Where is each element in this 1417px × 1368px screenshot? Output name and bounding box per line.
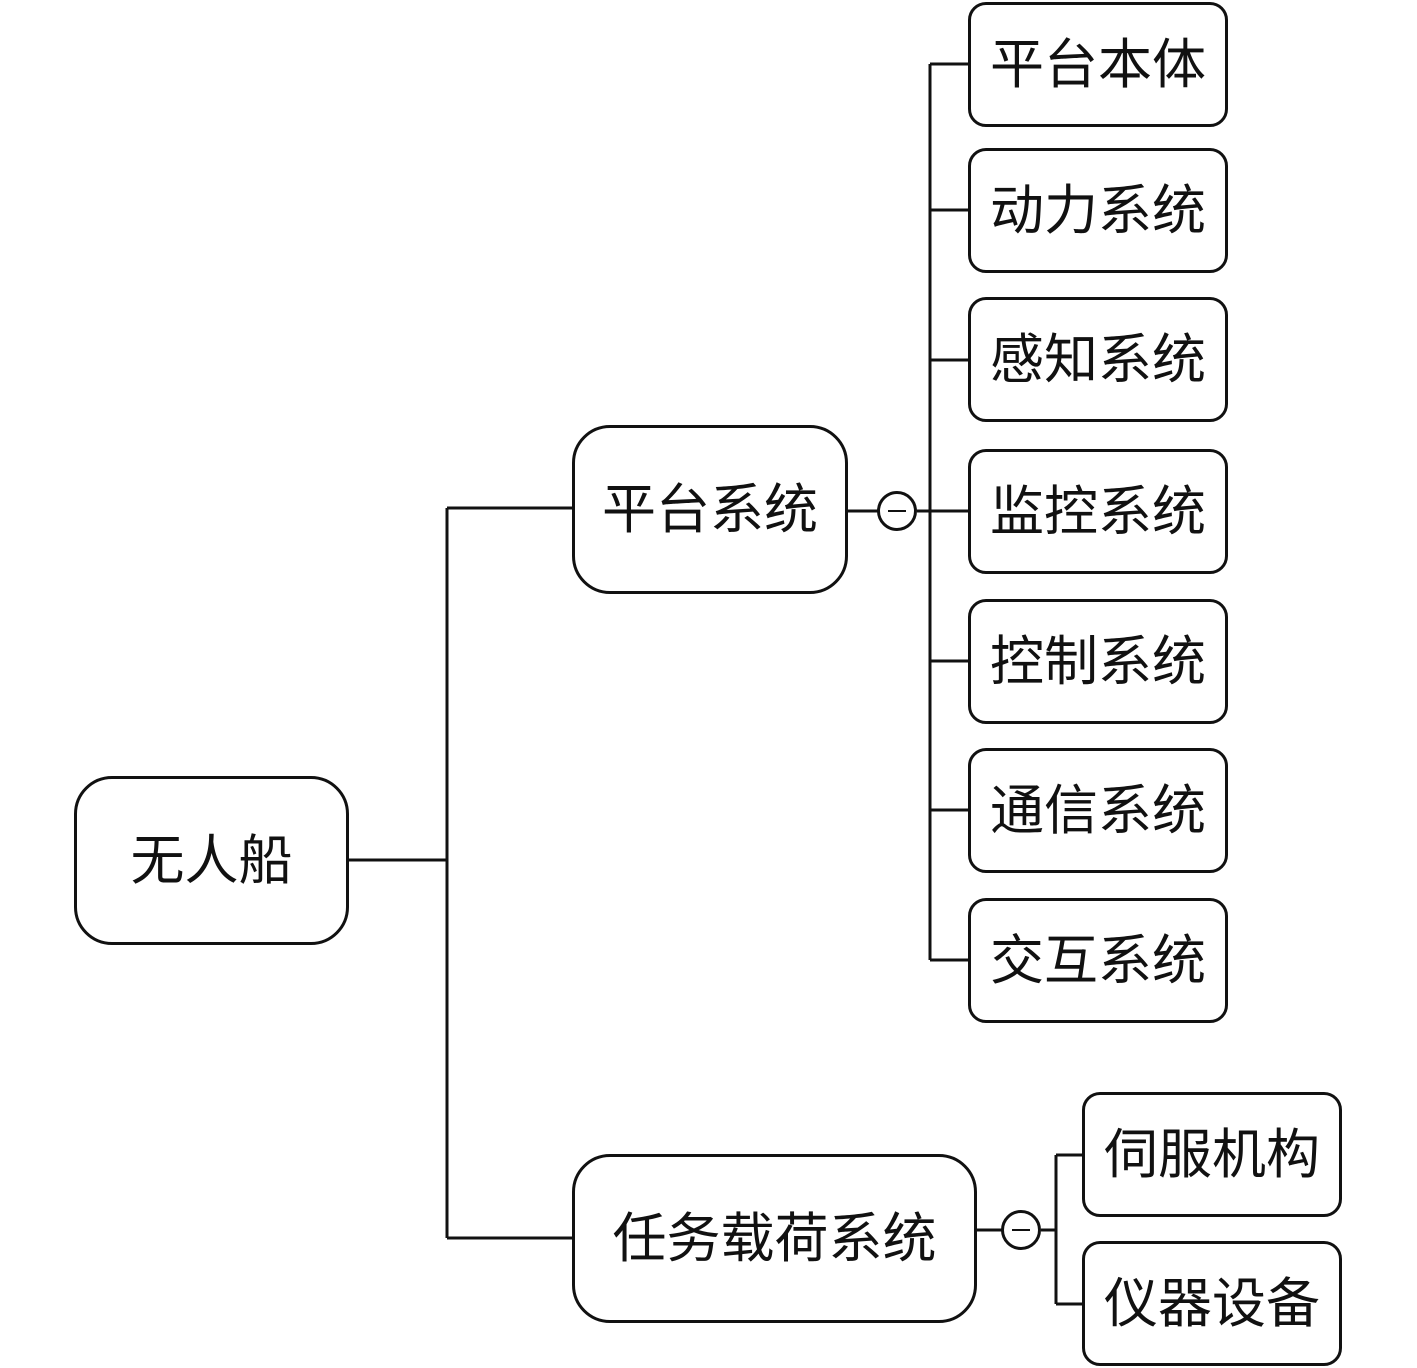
branch-node-platform[interactable]: 平台系统 xyxy=(572,425,848,594)
leaf-node[interactable]: 控制系统 xyxy=(968,599,1228,724)
leaf-label: 动力系统 xyxy=(990,178,1206,242)
leaf-node[interactable]: 通信系统 xyxy=(968,748,1228,873)
leaf-label: 控制系统 xyxy=(990,629,1206,693)
leaf-label: 交互系统 xyxy=(990,928,1206,992)
branch-label: 任务载荷系统 xyxy=(612,1206,937,1270)
leaf-node[interactable]: 伺服机构 xyxy=(1082,1092,1342,1217)
leaf-node[interactable]: 动力系统 xyxy=(968,148,1228,273)
branch-node-payload[interactable]: 任务载荷系统 xyxy=(572,1154,977,1323)
leaf-node[interactable]: 交互系统 xyxy=(968,898,1228,1023)
minus-circle-icon[interactable] xyxy=(1001,1210,1041,1250)
root-label: 无人船 xyxy=(130,828,293,892)
leaf-label: 监控系统 xyxy=(990,479,1206,543)
leaf-node[interactable]: 监控系统 xyxy=(968,449,1228,574)
leaf-label: 伺服机构 xyxy=(1104,1122,1320,1186)
leaf-node[interactable]: 平台本体 xyxy=(968,2,1228,127)
leaf-label: 通信系统 xyxy=(990,778,1206,842)
leaf-node[interactable]: 仪器设备 xyxy=(1082,1241,1342,1366)
minus-circle-icon[interactable] xyxy=(877,491,917,531)
leaf-label: 感知系统 xyxy=(990,327,1206,391)
leaf-label: 平台本体 xyxy=(990,32,1206,96)
branch-label: 平台系统 xyxy=(602,477,818,541)
leaf-label: 仪器设备 xyxy=(1104,1271,1320,1335)
root-node[interactable]: 无人船 xyxy=(74,776,349,945)
leaf-node[interactable]: 感知系统 xyxy=(968,297,1228,422)
